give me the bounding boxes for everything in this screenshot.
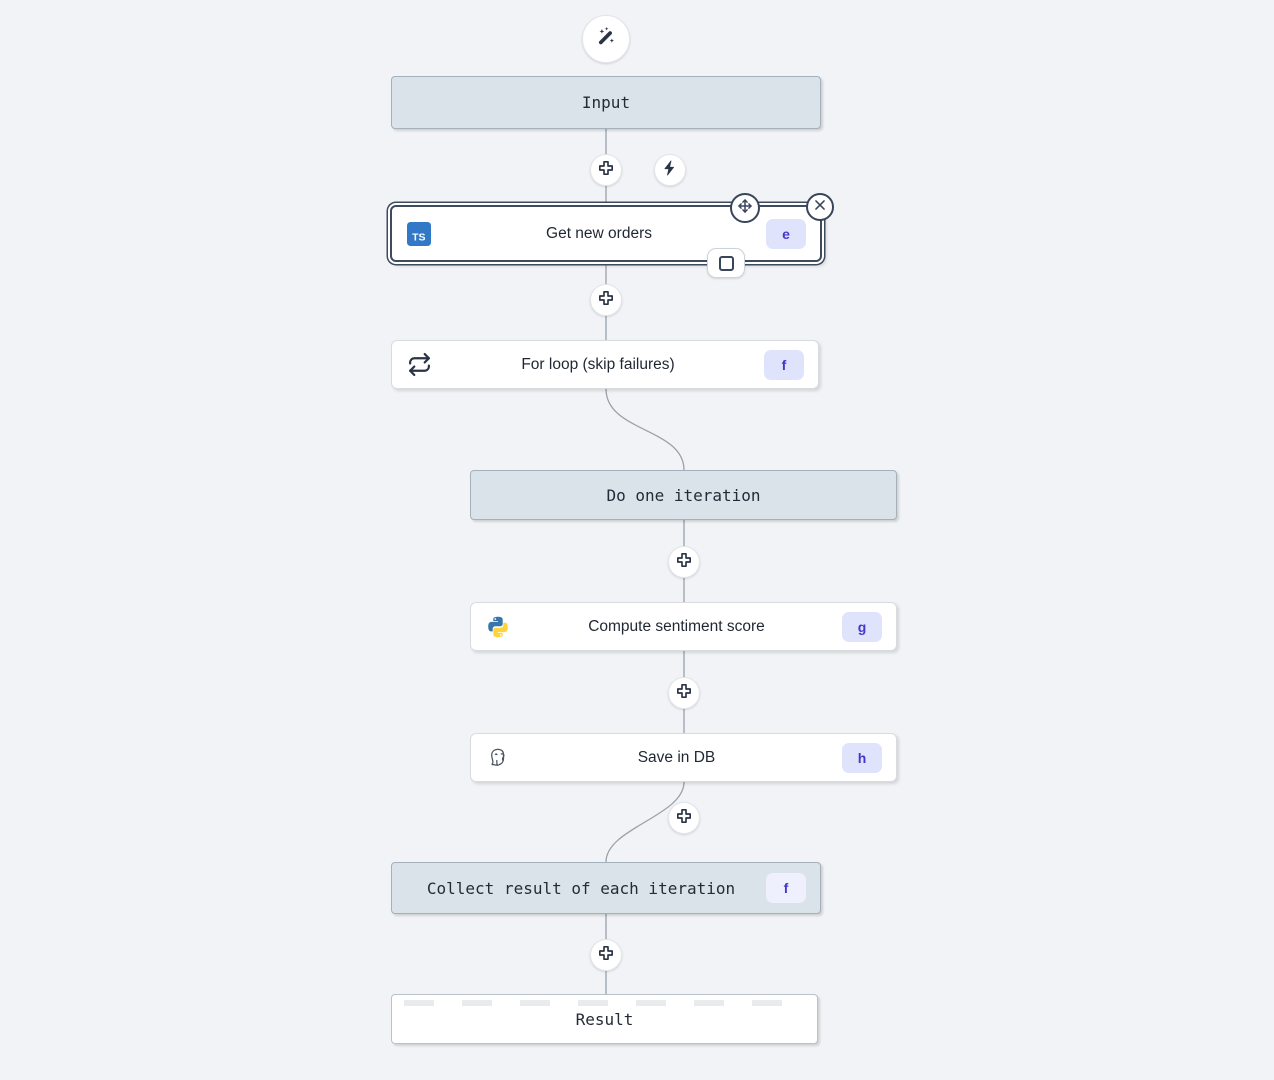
move-node-handle[interactable] <box>730 193 760 223</box>
plus-icon <box>596 288 616 313</box>
node-label: Get new orders <box>546 224 652 242</box>
magic-wand-icon <box>593 24 619 55</box>
postgresql-icon <box>485 745 511 771</box>
flow-node-collect-result[interactable]: Collect result of each iteration f <box>391 862 821 914</box>
plus-icon <box>596 943 616 968</box>
add-step-button[interactable] <box>590 154 622 186</box>
repeat-icon <box>406 352 432 378</box>
step-id-badge: g <box>842 611 882 642</box>
add-step-button[interactable] <box>590 939 622 971</box>
plus-icon <box>596 158 616 183</box>
node-label: Result <box>575 1009 634 1029</box>
node-label: For loop (skip failures) <box>521 355 675 373</box>
add-step-button[interactable] <box>590 284 622 316</box>
node-label: Input <box>581 93 631 112</box>
flow-node-save-in-db[interactable]: Save in DB h <box>470 733 897 782</box>
plus-icon <box>674 550 694 575</box>
add-step-button[interactable] <box>668 802 700 834</box>
add-step-button[interactable] <box>668 546 700 578</box>
stop-square-icon <box>718 255 734 271</box>
plus-icon <box>674 806 694 831</box>
ai-flow-builder-button[interactable] <box>582 15 630 63</box>
step-id-badge: f <box>766 873 806 903</box>
step-id-badge: h <box>842 742 882 773</box>
remove-node-button[interactable] <box>806 193 834 221</box>
move-icon <box>736 197 754 220</box>
plus-icon <box>674 681 694 706</box>
stop-after-step-button[interactable] <box>707 248 745 278</box>
flow-node-do-one-iteration[interactable]: Do one iteration <box>470 470 897 520</box>
flow-node-compute-sentiment-score[interactable]: Compute sentiment score g <box>470 602 897 651</box>
node-label: Collect result of each iteration <box>426 878 736 898</box>
flow-node-result[interactable]: Result <box>391 994 818 1044</box>
node-label: Save in DB <box>637 748 716 766</box>
bolt-icon <box>661 159 679 182</box>
flow-node-input[interactable]: Input <box>391 76 821 129</box>
add-step-button[interactable] <box>668 677 700 709</box>
step-id-badge: f <box>764 349 804 380</box>
flow-node-for-loop[interactable]: For loop (skip failures) f <box>391 340 819 389</box>
ghost-dashes-decoration <box>404 1000 805 1006</box>
step-id-badge: e <box>766 218 806 249</box>
python-icon <box>485 614 511 640</box>
trigger-button[interactable] <box>654 154 686 186</box>
svg-text:TS: TS <box>412 231 425 243</box>
typescript-icon: TS <box>406 221 432 247</box>
node-label: Do one iteration <box>606 485 761 505</box>
node-label: Compute sentiment score <box>588 617 765 635</box>
close-icon <box>813 198 827 217</box>
